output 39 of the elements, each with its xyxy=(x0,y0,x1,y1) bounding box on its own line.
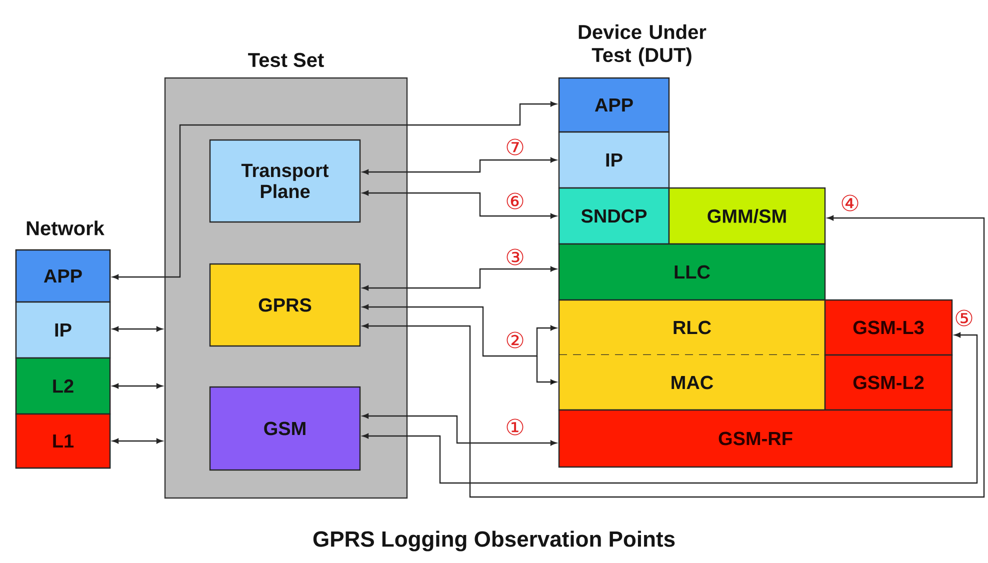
layer-box: LLC xyxy=(558,243,826,301)
layer-box: MAC xyxy=(558,355,826,411)
callout-number: ② xyxy=(506,332,524,348)
layer-box: L2 xyxy=(15,357,111,415)
layer-box: APP xyxy=(15,249,111,303)
module-box: Transport Plane xyxy=(209,139,361,223)
layer-box: GMM/SM xyxy=(668,187,826,245)
heading: Test Set xyxy=(248,52,324,68)
arrow xyxy=(112,326,163,332)
layer-box: GSM-L3 xyxy=(824,299,953,356)
arrow xyxy=(112,383,163,389)
callout-number: ④ xyxy=(842,194,858,212)
module-box: GPRS xyxy=(209,263,361,347)
layer-box: GSM-L2 xyxy=(824,354,953,411)
caption: GPRS Logging Observation Points xyxy=(313,530,675,552)
arrow xyxy=(362,215,985,498)
heading: Network xyxy=(26,220,104,236)
arrow xyxy=(362,332,978,484)
layer-box: APP xyxy=(558,77,670,133)
callout-number: ⑥ xyxy=(506,192,524,210)
heading: Device Under Test (DUT) xyxy=(578,24,706,66)
layer-box: RLC xyxy=(558,299,826,356)
arrow xyxy=(362,157,557,175)
arrow xyxy=(112,101,557,280)
arrow xyxy=(362,413,557,446)
callout-number: ⑤ xyxy=(956,310,972,326)
callout-number: ⑦ xyxy=(506,138,524,156)
layer-box: L1 xyxy=(15,413,111,469)
arrow xyxy=(362,190,557,219)
arrow xyxy=(362,266,557,291)
module-box: GSM xyxy=(209,386,361,471)
arrow xyxy=(112,438,163,444)
layer-box: IP xyxy=(558,131,670,189)
layer-box: IP xyxy=(15,301,111,359)
callout-number: ③ xyxy=(506,248,524,266)
arrow xyxy=(362,304,557,385)
callout-number: ① xyxy=(506,418,524,436)
layer-box: SNDCP xyxy=(558,187,670,245)
node-label: MAC xyxy=(672,376,714,390)
